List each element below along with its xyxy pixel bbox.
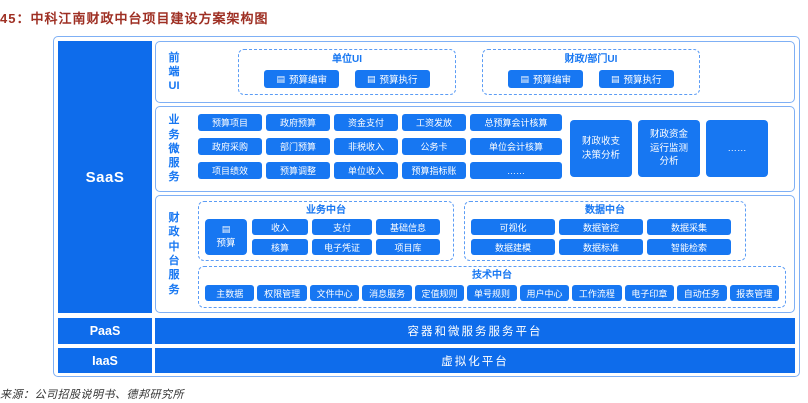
- document-icon: ▤: [367, 73, 376, 84]
- iaas-platform-bar: 虚拟化平台: [155, 348, 795, 373]
- microservice-chip: 预算项目: [198, 114, 262, 131]
- middle-platform-section: 财 政 中 台 服 务 业务中台 ▤ 预算 收入 支付: [155, 195, 795, 313]
- fund-monitoring-analysis-panel: 财政资金 运行监测 分析: [638, 120, 700, 177]
- microservice-chip: 项目绩效: [198, 162, 262, 179]
- business-platform-chip: 支付: [312, 219, 372, 235]
- data-platform-chip: 智能检索: [647, 239, 731, 255]
- tech-platform-chip: 自动任务: [677, 285, 727, 301]
- business-platform-title: 业务中台: [306, 205, 346, 216]
- figure-title: 45：中科江南财政中台项目建设方案架构图: [0, 11, 269, 26]
- document-icon: ▤: [276, 73, 285, 84]
- chip-label: 预算编审: [288, 75, 327, 86]
- business-platform-chip: 基础信息: [376, 219, 440, 235]
- tech-platform-chip: 用户中心: [519, 285, 570, 301]
- microservice-chip: 总预算会计核算: [470, 114, 562, 131]
- data-platform-chip: 数据采集: [647, 219, 731, 235]
- microservice-chip: 资金支付: [334, 114, 398, 131]
- tech-platform-title: 技术中台: [472, 270, 512, 281]
- middle-platform-label: 财 政 中 台 服 务: [168, 212, 180, 296]
- business-microservices-body: 预算项目 政府预算 资金支付 工资发放 总预算会计核算 政府采购 部门预算 非税…: [192, 107, 794, 191]
- chip-label: 预算执行: [623, 75, 662, 86]
- finance-dept-ui-buttons: ▤ 预算编审 ▤ 预算执行: [495, 70, 687, 88]
- iaas-layer-block: IaaS: [58, 348, 152, 373]
- paas-platform-bar: 容器和微服务服务平台: [155, 318, 795, 344]
- tech-platform-chip: 电子印章: [624, 285, 675, 301]
- data-platform-grid: 可视化 数据管控 数据采集 数据建模 数据标准 智能检索: [471, 219, 739, 255]
- frontend-ui-body: 单位UI ▤ 预算编审 ▤ 预算执行 财政/部门UI: [192, 42, 794, 102]
- middle-platform-top-row: 业务中台 ▤ 预算 收入 支付 基础信息 核算 电子凭证: [198, 201, 786, 261]
- saas-layer-block: SaaS: [58, 41, 152, 313]
- chip-label: 预算执行: [379, 75, 418, 86]
- chip-label: 预算编审: [532, 75, 571, 86]
- microservice-chip: 非税收入: [334, 138, 398, 155]
- business-platform-chip: 项目库: [376, 239, 440, 255]
- tech-platform-chip: 单号规则: [467, 285, 517, 301]
- tech-platform-chip: 权限管理: [257, 285, 307, 301]
- business-microservices-label: 业 务 微 服 务: [168, 114, 180, 184]
- more-panel: ……: [706, 120, 768, 177]
- microservice-chip: 部门预算: [266, 138, 330, 155]
- architecture-diagram: SaaS PaaS IaaS 前 端 UI 单位UI ▤ 预算编审 ▤ 预算执行: [53, 36, 800, 377]
- data-platform-chip: 数据管控: [559, 219, 643, 235]
- microservice-chip: 工资发放: [402, 114, 466, 131]
- document-icon: ▤: [611, 73, 620, 84]
- budget-review-chip: ▤ 预算编审: [508, 70, 583, 88]
- tech-platform-chip: 报表管理: [729, 285, 779, 301]
- tech-platform-chip: 文件中心: [309, 285, 360, 301]
- microservice-chip: 政府预算: [266, 114, 330, 131]
- budget-feature-block: ▤ 预算: [205, 219, 247, 255]
- data-platform-chip: 可视化: [471, 219, 555, 235]
- data-platform-chip: 数据标准: [559, 239, 643, 255]
- source-note: 来源：公司招股说明书、德邦研究所: [0, 389, 184, 401]
- data-platform-group: 数据中台 可视化 数据管控 数据采集 数据建模 数据标准 智能检索: [464, 201, 746, 261]
- document-icon: ▤: [520, 73, 529, 84]
- business-microservices-section: 业 务 微 服 务 预算项目 政府预算 资金支付 工资发放 总预算会计核算 政府…: [155, 106, 795, 192]
- budget-execution-chip: ▤ 预算执行: [355, 70, 430, 88]
- business-platform-chip: 核算: [252, 239, 308, 255]
- microservice-chip: 预算指标账: [402, 162, 466, 179]
- document-icon: ▤: [221, 224, 231, 234]
- tech-platform-row: 主数据 权限管理 文件中心 消息服务 定值规则 单号规则 用户中心 工作流程 电…: [205, 285, 779, 301]
- middle-platform-body: 业务中台 ▤ 预算 收入 支付 基础信息 核算 电子凭证: [192, 196, 794, 312]
- budget-review-chip: ▤ 预算编审: [264, 70, 339, 88]
- business-platform-content: ▤ 预算 收入 支付 基础信息 核算 电子凭证 项目库: [205, 219, 447, 255]
- analysis-panels: 财政收支 决策分析 财政资金 运行监测 分析 ……: [570, 120, 768, 184]
- unit-ui-group: 单位UI ▤ 预算编审 ▤ 预算执行: [238, 49, 456, 95]
- business-platform-grid: 收入 支付 基础信息 核算 电子凭证 项目库: [252, 219, 440, 255]
- data-platform-chip: 数据建模: [471, 239, 555, 255]
- unit-ui-title: 单位UI: [332, 54, 362, 65]
- tech-platform-chip: 主数据: [205, 285, 255, 301]
- fiscal-decision-analysis-panel: 财政收支 决策分析: [570, 120, 632, 177]
- business-platform-chip: 收入: [252, 219, 308, 235]
- microservice-chip: ……: [470, 162, 562, 179]
- frontend-ui-section: 前 端 UI 单位UI ▤ 预算编审 ▤ 预算执行: [155, 41, 795, 103]
- microservice-chip: 单位会计核算: [470, 138, 562, 155]
- microservice-grid: 预算项目 政府预算 资金支付 工资发放 总预算会计核算 政府采购 部门预算 非税…: [198, 114, 562, 184]
- feature-label: 预算: [216, 238, 236, 249]
- finance-dept-ui-group: 财政/部门UI ▤ 预算编审 ▤ 预算执行: [482, 49, 700, 95]
- business-platform-group: 业务中台 ▤ 预算 收入 支付 基础信息 核算 电子凭证: [198, 201, 454, 261]
- unit-ui-buttons: ▤ 预算编审 ▤ 预算执行: [251, 70, 443, 88]
- frontend-ui-label: 前 端 UI: [168, 51, 180, 93]
- data-platform-title: 数据中台: [585, 205, 625, 216]
- tech-platform-chip: 消息服务: [362, 285, 412, 301]
- microservice-chip: 政府采购: [198, 138, 262, 155]
- tech-platform-group: 技术中台 主数据 权限管理 文件中心 消息服务 定值规则 单号规则 用户中心 工…: [198, 266, 786, 308]
- budget-execution-chip: ▤ 预算执行: [599, 70, 674, 88]
- finance-dept-ui-title: 财政/部门UI: [564, 54, 618, 65]
- microservice-chip: 公务卡: [402, 138, 466, 155]
- microservice-chip: 单位收入: [334, 162, 398, 179]
- business-platform-chip: 电子凭证: [312, 239, 372, 255]
- paas-layer-block: PaaS: [58, 318, 152, 344]
- microservice-chip: 预算调整: [266, 162, 330, 179]
- tech-platform-chip: 定值规则: [414, 285, 465, 301]
- tech-platform-chip: 工作流程: [572, 285, 622, 301]
